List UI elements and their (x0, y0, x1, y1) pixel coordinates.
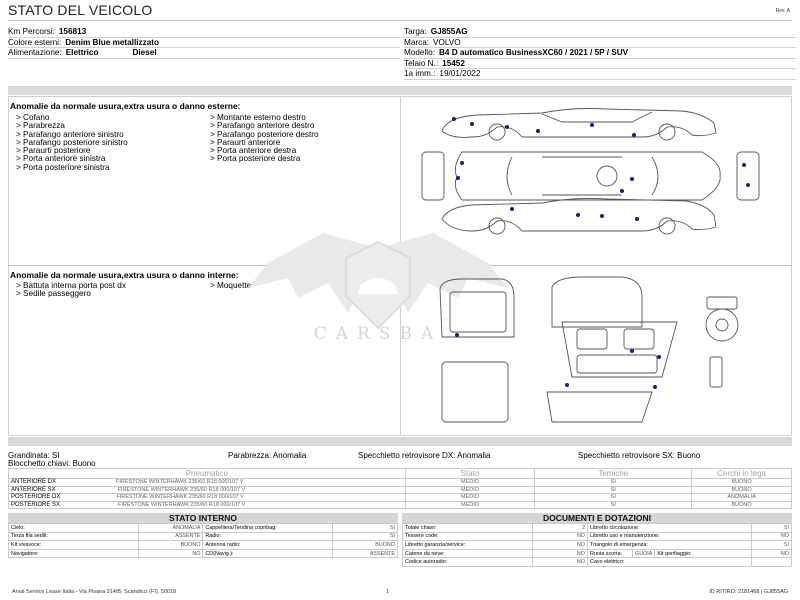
external-damage-list-1: > Cofano > Parabrezza > Parafango anteri… (16, 113, 128, 172)
internal-damage-title: Anomalie da normale usura,extra usura o … (10, 270, 239, 280)
page-title: STATO DEL VEICOLO (8, 2, 153, 18)
damage-item: > Paraurti anteriore (210, 137, 281, 147)
damage-item: > Parafango anteriore destro (210, 121, 315, 131)
damage-item: > Porta posteriore destra (210, 154, 301, 164)
vehicle-info-left: Km Percorsi:156813 Colore esterni:Denim … (8, 27, 400, 59)
damage-item: > Sedile passeggero (16, 289, 91, 299)
status-parabrezza: Parabrezza: Anomalia (228, 451, 307, 460)
tyre-header-termiche: Temiche (534, 468, 693, 479)
title-divider (8, 20, 792, 21)
watermark-logo: CARSBA (248, 233, 508, 344)
tyre-header-cerchi: Cerchi in lega (691, 468, 792, 479)
damage-item: > Porta posteriore sinistra (16, 162, 110, 172)
status-specchietto-dx: Specchietto retrovisore DX: Anomalia (358, 451, 491, 460)
damage-item: > Moquette (210, 281, 252, 290)
external-damage-list-2: > Montante esterno destro > Parafango an… (210, 113, 319, 164)
damage-item: > Parafango posteriore sinistro (16, 137, 128, 147)
external-damage-title: Anomalie da normale usura,extra usura o … (10, 101, 241, 111)
internal-damage-list-2: > Moquette (210, 281, 252, 290)
damage-item: > Cofano (16, 113, 50, 122)
info-row-chassis: Telaio N.:15452 (404, 59, 796, 69)
footer-id: ID RITIRO: 2181468 | GJ855AG (709, 589, 788, 595)
stato-interno-title: STATO INTERNO (8, 513, 398, 523)
damage-item: > Porta anteriore sinistra (16, 154, 106, 164)
damage-item: > Parafango anteriore sinistro (16, 129, 124, 139)
damage-item: > Porta anteriore destra (210, 146, 297, 156)
info-row-color: Colore esterni:Denim Blue metallizzato (8, 38, 400, 48)
info-row-registration: 1a imm.:19/01/2022 (404, 69, 796, 80)
tyre-header-pneumatico: Pneumatico (8, 468, 406, 479)
status-specchietto-sx: Specchietto retrovisore SX: Buono (578, 451, 701, 460)
info-row-model: Modello:B4 D automatico BusinessXC60 / 2… (404, 48, 796, 59)
tyre-header-stato: Stato (404, 468, 536, 479)
internal-car-diagram (439, 276, 739, 423)
damage-item: > Paraurti posteriore (16, 146, 91, 156)
external-car-diagram (421, 108, 760, 235)
status-grandinata: Grandinata: SI (8, 451, 60, 460)
section-band (8, 86, 792, 95)
info-row-km: Km Percorsi:156813 (8, 27, 400, 38)
damage-item: > Parafango posteriore destro (210, 129, 319, 139)
vehicle-info-right: Targa:GJ855AG Marca:VOLVO Modello:B4 D a… (404, 27, 796, 80)
info-row-brand: Marca:VOLVO (404, 38, 796, 48)
watermark-text: CARSBA (314, 324, 443, 344)
status-band (8, 437, 792, 446)
footer-address: Arval Service Lease Italia - Via Pisana … (12, 589, 177, 595)
status-blocchetto: Blocchetto chiavi: Buono (8, 459, 96, 468)
damage-item: > Battuta interna porta post dx (16, 281, 126, 290)
damage-item: > Parabrezza (16, 121, 65, 131)
damage-item: > Montante esterno destro (210, 113, 306, 122)
internal-damage-list-1: > Battuta interna porta post dx > Sedile… (16, 281, 126, 299)
tyre-table: Pneumatico Stato Temiche Cerchi in lega … (8, 468, 792, 509)
footer-page-number: 1 (386, 589, 390, 595)
documenti-title: DOCUMENTI E DOTAZIONI (402, 513, 792, 523)
info-row-plate: Targa:GJ855AG (404, 27, 796, 38)
revision-label: Rev. A (775, 8, 790, 14)
